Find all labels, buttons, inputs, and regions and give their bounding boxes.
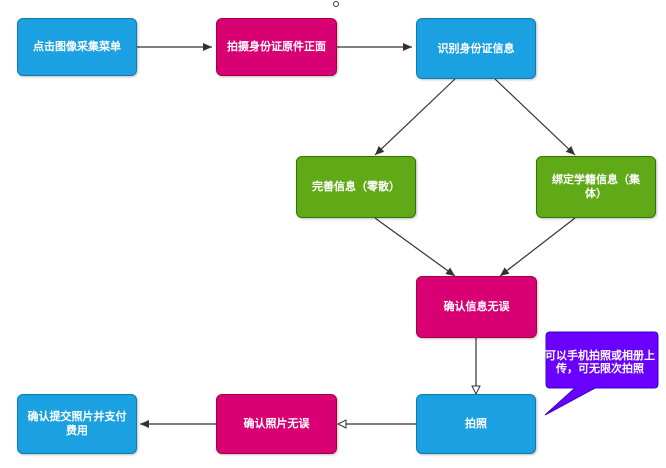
node-confirm-info: 确认信息无误: [416, 276, 537, 338]
edge-recognize-to-bind: [494, 78, 576, 156]
node-complete-info: 完善信息（零散）: [296, 156, 416, 218]
edge-complete-to-confirm: [374, 217, 456, 277]
node-click-menu: 点击图像采集菜单: [17, 18, 137, 76]
edge-recognize-to-complete: [374, 78, 456, 156]
node-bind-enrollment: 绑定学籍信息（集体）: [536, 156, 656, 218]
node-confirm-photo: 确认照片无误: [216, 394, 337, 454]
callout-text: 可以手机拍照或相册上传，可无限次拍照: [545, 349, 655, 375]
node-recognize-id: 识别身份证信息: [416, 18, 536, 79]
edge-bind-to-confirm: [499, 217, 576, 277]
callout-bubble: [544, 331, 659, 416]
stray-dot: [333, 1, 339, 7]
node-confirm-submit-pay: 确认提交照片并支付费用: [17, 394, 137, 454]
node-shoot-id-front: 拍摄身份证原件正面: [216, 18, 337, 76]
node-take-photo: 拍照: [416, 394, 536, 454]
